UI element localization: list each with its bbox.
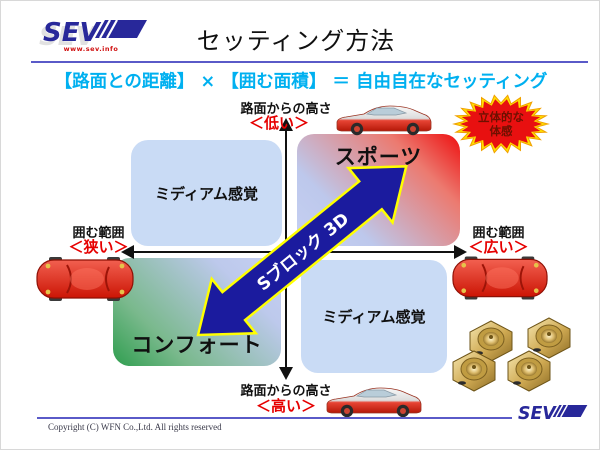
footer-divider: [37, 417, 512, 419]
axis-bottom-label: 路面からの高さ: [240, 384, 332, 399]
nut-icon: [527, 317, 571, 359]
car-side-high-icon: [326, 387, 422, 418]
sev-logo-echo: SEV: [39, 22, 97, 47]
quadrant-top-right-label: スポーツ: [334, 145, 423, 169]
quadrant-bottom-right-label: ミディアム感覚: [322, 308, 426, 326]
axis-top-label: 路面からの高さ: [240, 102, 332, 117]
axis-right-value: ＜広い＞: [468, 238, 529, 256]
axis-left-label: 囲む範囲: [72, 226, 125, 241]
quadrant-top-right: スポーツ: [297, 134, 460, 246]
nut-icon: [507, 350, 551, 392]
quadrant-bottom-left-label: コンフォート: [131, 333, 263, 357]
sev-logo: SEV SEV: [39, 18, 147, 47]
car-top-narrow-icon: [36, 256, 134, 302]
sev-logo-text: SEV: [43, 18, 101, 47]
footer-sev-logo: SEV: [518, 404, 588, 423]
quadrant-bottom-left: コンフォート: [113, 258, 281, 366]
axis-arrow-up-icon: [279, 118, 293, 131]
starburst-inner-icon: [460, 99, 542, 149]
quadrant-top-left-label: ミディアム感覚: [155, 184, 258, 203]
sev-logo-url: www.sev.info: [63, 45, 119, 53]
axis-top-value: ＜低い＞: [248, 114, 309, 132]
header-divider: [31, 61, 588, 63]
footer-sev-logo-text: SEV: [518, 404, 557, 423]
sev-flag-icon: [552, 405, 588, 417]
vertical-axis-line: [285, 129, 287, 369]
axis-arrow-right-icon: [454, 245, 467, 259]
starburst-text-line2: 体感: [490, 124, 513, 138]
sev-nuts-image: [452, 317, 571, 392]
axis-bottom-value: ＜高い＞: [255, 397, 316, 415]
quadrant-top-left: ミディアム感覚: [131, 140, 282, 246]
copyright-text: Copyright (C) WFN Co.,Ltd. All rights re…: [48, 422, 222, 432]
horizontal-axis-line: [134, 251, 454, 253]
quadrant-bottom-right: ミディアム感覚: [301, 260, 447, 373]
axis-arrow-left-icon: [121, 245, 134, 259]
subtitle: 【路面との距離】 × 【囲む面積】 ＝ 自由自在なセッティング: [54, 72, 548, 92]
car-top-wide-icon: [451, 255, 549, 301]
starburst-outer-icon: [452, 94, 550, 154]
car-side-low-icon: [336, 105, 432, 136]
starburst-text-line1: 立体的な: [478, 110, 524, 124]
page-title: セッティング方法: [196, 27, 396, 55]
axis-left-value: ＜狭い＞: [68, 238, 129, 256]
axis-arrow-down-icon: [279, 367, 293, 380]
axis-right-label: 囲む範囲: [472, 226, 525, 241]
starburst-badge: 立体的な 体感: [452, 94, 550, 154]
sev-flag-icon: [95, 20, 147, 38]
